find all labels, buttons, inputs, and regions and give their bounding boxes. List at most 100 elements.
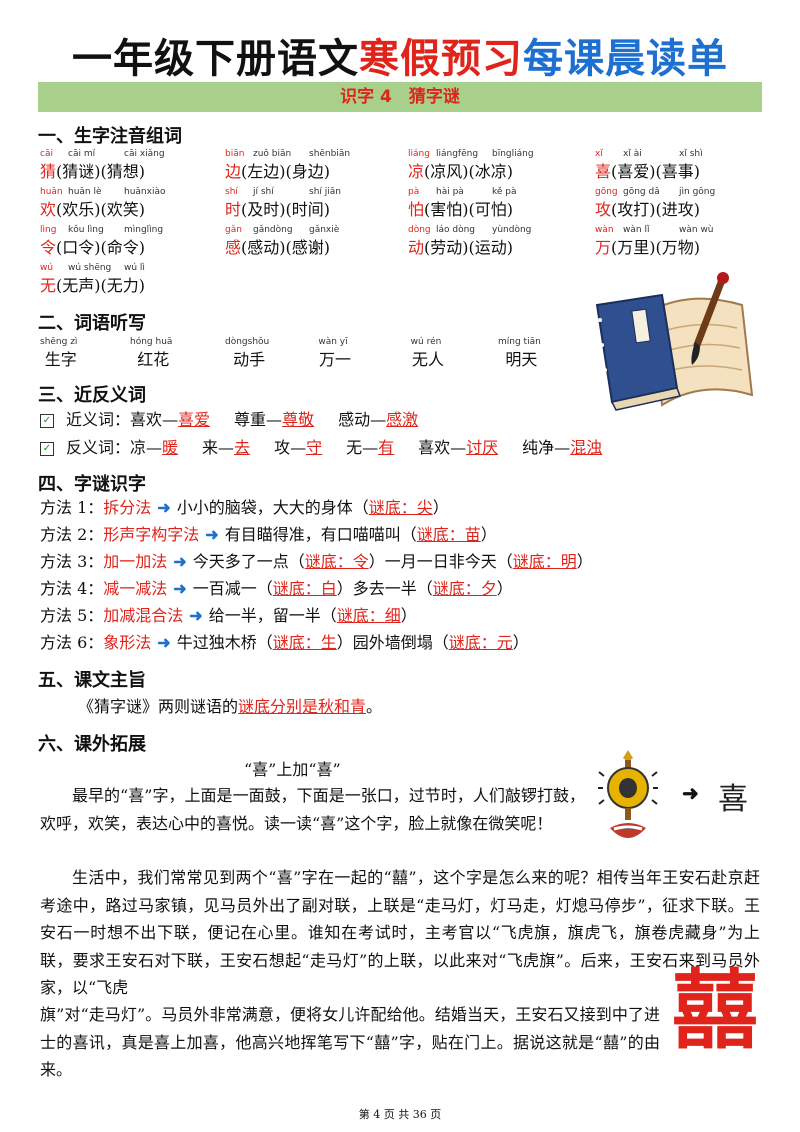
section-heading-3: 三、近反义词	[38, 385, 146, 406]
pair-answer: 讨厌	[466, 438, 499, 457]
word2-pinyin: gǎnxiè	[309, 225, 340, 235]
arrow-right-icon: ➜	[205, 525, 219, 544]
pair-word: 喜欢—	[418, 438, 467, 457]
pair: 攻—守	[274, 438, 322, 457]
extension-paragraph-2a: 生活中，我们常常见到两个“喜”字在一起的“囍”，这个字是怎么来的呢？相传当年王安…	[40, 868, 760, 997]
method-line: 方法 4：减一减法➜一百减一（谜底：白）多去一半（谜底：夕）	[40, 575, 513, 599]
word1-pinyin: cāi mí	[68, 149, 96, 159]
word-text: 红花	[137, 350, 170, 369]
word2-pinyin: yùndòng	[492, 225, 532, 235]
theme-end: 。	[366, 697, 383, 716]
theme-text: 《猜字谜》两则谜语的	[78, 697, 239, 716]
word2: (进攻)	[655, 200, 701, 219]
section-heading-5: 五、课文主旨	[38, 670, 146, 691]
ancient-character: 喜	[718, 782, 748, 817]
word1-pinyin: láo dòng	[436, 225, 476, 235]
riddle-text: ）	[496, 579, 513, 598]
char-pinyin: biān	[225, 149, 245, 159]
pair: 感动—感激	[338, 410, 418, 429]
method-label: 方法 2：	[40, 525, 104, 544]
pair: 来—去	[202, 438, 250, 457]
pair-word: 感动—	[338, 410, 387, 429]
char-line: 动(劳动)(运动)	[408, 237, 531, 259]
pair-word: 纯净—	[522, 438, 571, 457]
word1: (左边)	[241, 162, 286, 181]
char-pinyin: pà	[408, 187, 420, 197]
word-text: 生字	[44, 350, 77, 369]
word1-pinyin: xǐ ài	[623, 149, 642, 159]
extension-paragraph-1: 最早的“喜”字，上面是一面鼓，下面是一张口，过节时，人们敲锣打鼓，欢呼，欢笑，表…	[40, 786, 585, 833]
word2: (喜事)	[655, 162, 701, 181]
arrow-right-icon: ➜	[173, 552, 187, 571]
word2-pinyin: bīngliáng	[492, 149, 534, 159]
method-line: 方法 6：象形法➜牛过独木桥（谜底：生）园外墙倒塌（谜底：元）	[40, 629, 529, 653]
char-pinyin: lìng	[40, 225, 57, 235]
new-char: 怕	[408, 200, 425, 219]
method-label: 方法 1：	[40, 498, 104, 517]
method-label: 方法 4：	[40, 579, 104, 598]
book-scroll-illustration	[595, 272, 754, 411]
riddle-text: ）一月一日非今天（	[368, 552, 513, 571]
riddle-text: ）	[432, 498, 449, 517]
word-text: 万一	[319, 350, 352, 369]
word2-pinyin: xǐ shì	[679, 149, 703, 159]
method-line: 方法 1：拆分法➜小小的脑袋，大大的身体（谜底：尖）	[40, 494, 449, 518]
method-name: 拆分法	[103, 498, 152, 517]
word2: (冰凉)	[468, 162, 514, 181]
char-pinyin: shí	[225, 187, 238, 197]
word2: (时间)	[285, 200, 331, 219]
new-char: 喜	[595, 162, 612, 181]
pair-word: 攻—	[274, 438, 307, 457]
word1: (凉风)	[424, 162, 469, 181]
word2-pinyin: huānxiào	[124, 187, 166, 197]
word1: (攻打)	[611, 200, 656, 219]
lesson-banner: 识字 4 猜字谜	[38, 82, 762, 112]
word2: (可怕)	[468, 200, 514, 219]
riddle-text: ）	[512, 633, 529, 652]
title-part1: 一年级下册语文	[72, 36, 359, 82]
section-heading-4: 四、字谜识字	[38, 474, 146, 495]
word2-pinyin: kě pà	[492, 187, 517, 197]
word1-pinyin: liángfēng	[436, 149, 479, 159]
word1-pinyin: huān lè	[68, 187, 102, 197]
word-pinyin: dòngshǒu	[225, 337, 270, 347]
pair-word: 喜欢—	[130, 410, 179, 429]
char-pinyin: wú	[40, 263, 54, 273]
arrow-icon: ➜	[682, 781, 699, 805]
double-happiness-icon: 囍	[672, 961, 758, 1061]
method-label: 方法 5：	[40, 606, 104, 625]
char-line: 攻(攻打)(进攻)	[595, 199, 715, 221]
pair: 纯净—混浊	[522, 438, 602, 457]
word1-pinyin: gǎndòng	[253, 225, 293, 235]
new-char: 边	[225, 162, 242, 181]
pair-answer: 尊敬	[282, 410, 315, 429]
pair-word: 尊重—	[234, 410, 283, 429]
word1-pinyin: zuǒ biān	[253, 149, 292, 159]
pair-word: 无—	[346, 438, 379, 457]
method-name: 加减混合法	[103, 606, 184, 625]
pair: 无—有	[346, 438, 394, 457]
riddle-text: 今天多了一点（	[192, 552, 305, 571]
riddle-answer: 谜底：明	[512, 552, 577, 571]
pair: 凉—暖	[130, 438, 178, 457]
word2: (身边)	[285, 162, 331, 181]
method-line: 方法 2：形声字构字法➜有目瞄得准，有口喵喵叫（谜底：苗）	[40, 521, 497, 545]
word2: (万物)	[655, 238, 701, 257]
riddle-text: 牛过独木桥（	[176, 633, 273, 652]
arrow-right-icon: ➜	[157, 633, 171, 652]
word2-pinyin: shēnbiān	[309, 149, 351, 159]
